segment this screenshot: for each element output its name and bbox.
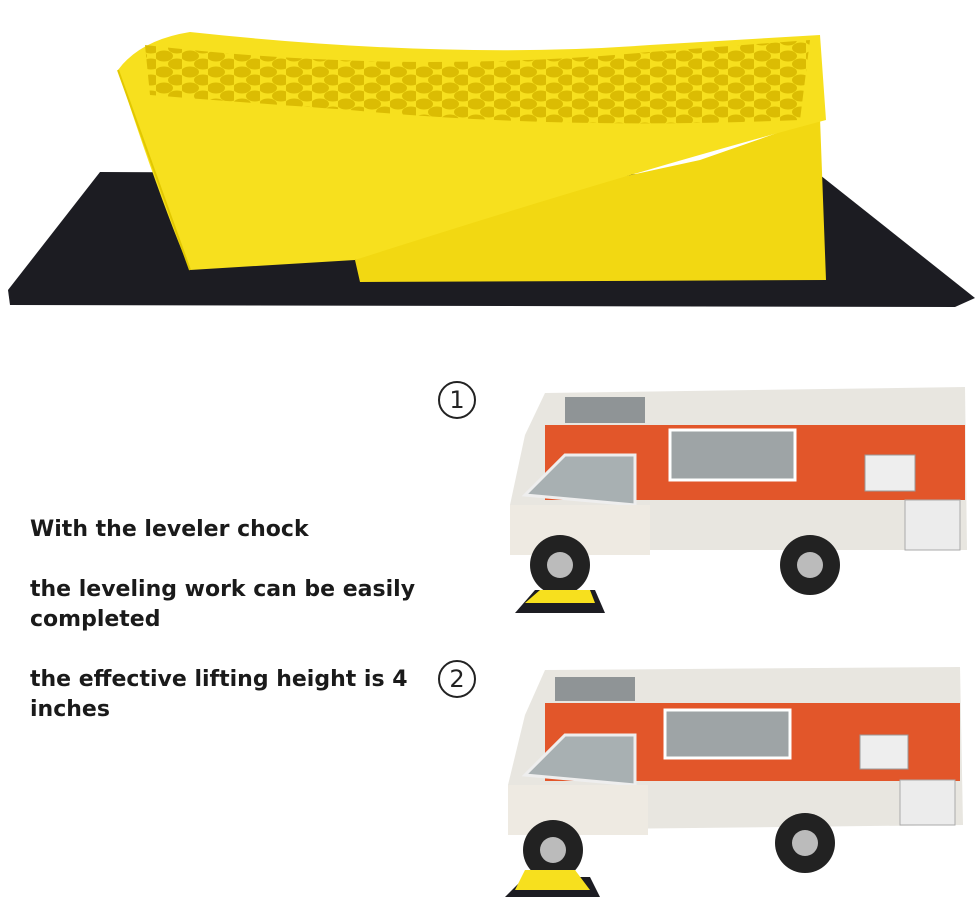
chock-base <box>355 118 826 282</box>
caption-leveler-chock: With the leveler chock <box>30 517 309 542</box>
caption-leveling-work: the leveling work can be easily complete… <box>30 577 416 632</box>
rv-image-step-2 <box>505 667 963 897</box>
caption-lifting-height: the effective lifting height is 4 inches <box>30 667 408 722</box>
step-2-marker: 2 <box>438 660 476 698</box>
rv-image-step-1 <box>510 387 967 613</box>
leveler-chock-product-image <box>8 32 975 307</box>
step-1-marker: 1 <box>438 381 476 419</box>
